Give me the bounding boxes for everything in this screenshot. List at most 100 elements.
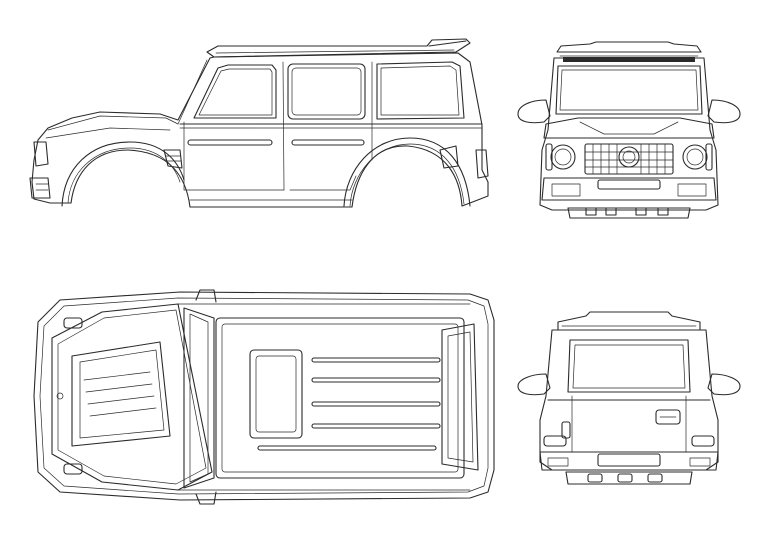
side-rear-fender-flare <box>343 137 471 207</box>
top-hood-badge <box>56 392 64 400</box>
top-roof-rail-2 <box>311 377 441 383</box>
front-windshield <box>555 65 703 115</box>
side-rear-door-seam <box>289 175 357 191</box>
side-a-pillar <box>177 59 208 125</box>
top-mirror-left <box>195 289 217 303</box>
top-rear-spoiler <box>441 323 479 471</box>
side-tail-lamp <box>475 149 489 179</box>
front-mirror-left <box>517 99 551 124</box>
front-roof-rack <box>556 41 702 53</box>
top-mirror-right <box>195 491 217 505</box>
side-rear-vent <box>439 145 459 169</box>
side-headlamp <box>33 141 49 167</box>
front-mirror-right <box>707 99 741 124</box>
front-headlamp-right <box>682 144 708 170</box>
top-roof-rail-3 <box>311 401 441 407</box>
front-aux-lamp-3 <box>635 207 647 216</box>
rear-tail-lamp-left <box>543 435 567 447</box>
top-front-lamp-left <box>63 317 83 329</box>
rear-roof-spoiler <box>557 311 701 331</box>
top-body-outline <box>33 291 495 501</box>
rear-view <box>517 311 741 485</box>
side-window-rear-door <box>287 63 366 120</box>
rear-tail-lamp-right <box>691 435 715 447</box>
top-hood-inner <box>57 309 207 485</box>
side-hood-crease <box>45 127 171 139</box>
rear-exhaust-2 <box>617 473 633 483</box>
front-headlamp-right-inner <box>686 148 704 166</box>
rear-plate <box>597 453 661 467</box>
side-spoiler <box>428 40 467 47</box>
rear-window <box>567 339 691 393</box>
top-view <box>33 289 495 505</box>
front-indicator-left <box>545 143 553 171</box>
rear-exhaust-1 <box>587 473 603 483</box>
side-front-door-strip <box>187 139 273 146</box>
side-front-bumper <box>29 177 51 199</box>
top-hood-bulge <box>71 341 171 447</box>
top-roof-rail-1 <box>311 357 441 363</box>
top-windshield-inner <box>189 313 209 483</box>
top-body-inner <box>39 297 489 495</box>
front-plate <box>597 179 661 190</box>
side-bumper-lines <box>35 183 49 191</box>
front-hood-bulge <box>579 121 679 135</box>
side-roof-rack-line <box>215 49 455 54</box>
front-bumper-intakes <box>551 183 707 197</box>
side-view <box>29 38 489 208</box>
top-roof-inner <box>221 323 459 473</box>
top-front-lamp-right <box>63 463 83 475</box>
front-aux-lamp-1 <box>585 207 597 216</box>
side-rear-door-strip <box>291 139 365 146</box>
top-roof-rail-5 <box>257 445 437 451</box>
rear-reflectors <box>547 457 711 467</box>
front-headlamp-left <box>550 144 576 170</box>
side-window-front-inner <box>198 68 273 116</box>
top-sunroof-inner <box>255 355 297 433</box>
front-badge-inner <box>622 150 636 164</box>
front-aux-lamp-2 <box>605 207 617 216</box>
rear-exhaust-3 <box>647 473 663 483</box>
front-skid-plate <box>567 207 691 219</box>
side-hood-line <box>47 115 179 131</box>
top-roof-rail-4 <box>311 423 441 429</box>
side-rear-fender-inner <box>349 143 465 207</box>
side-b-pillar <box>282 61 285 191</box>
front-windshield-inner <box>559 69 699 111</box>
rear-mirror-left <box>517 373 551 396</box>
side-roof-rack <box>206 38 471 58</box>
front-hood <box>543 117 715 139</box>
top-side-seams <box>177 303 471 491</box>
side-front-fender-inner <box>67 147 181 204</box>
rear-door-handle <box>655 409 681 425</box>
top-windshield <box>183 307 215 489</box>
side-window-quarter <box>376 61 465 120</box>
rear-diffuser <box>565 471 693 485</box>
rear-mirror-right <box>707 373 741 396</box>
side-front-door-seam <box>183 121 285 191</box>
front-grille <box>584 143 674 175</box>
front-indicator-right <box>705 143 713 171</box>
top-hood-vents <box>83 371 157 417</box>
front-body-outline <box>539 57 719 211</box>
rear-window-inner <box>572 344 686 389</box>
top-roof <box>215 317 465 479</box>
front-headlamp-left-inner <box>554 148 572 166</box>
front-badge <box>618 146 640 168</box>
top-sunroof <box>249 349 303 439</box>
rear-bumper <box>539 451 719 471</box>
front-view <box>517 41 741 219</box>
top-hood-bulge-inner <box>79 349 165 439</box>
side-window-front <box>193 64 277 119</box>
side-fender-vent-slats <box>165 155 182 162</box>
side-window-rear-door-inner <box>291 67 362 116</box>
front-aux-lamp-4 <box>657 207 669 216</box>
side-body-outline <box>31 52 489 208</box>
side-window-quarter-inner <box>380 65 460 116</box>
top-hood <box>51 303 213 491</box>
front-grille-bars <box>584 143 674 175</box>
front-bumper <box>541 177 717 201</box>
top-rear-spoiler-inner <box>447 331 474 463</box>
